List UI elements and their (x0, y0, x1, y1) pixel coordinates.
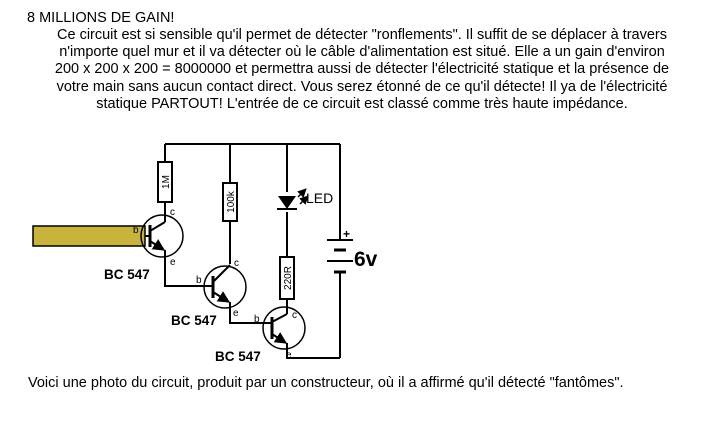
resistor-r2: 100k (222, 182, 238, 222)
description-line: Ce circuit est si sensible qu'il permet … (57, 27, 667, 43)
led: LED (277, 188, 333, 210)
q2-emitter-pin: e (233, 308, 239, 319)
q3-base-pin: b (254, 314, 260, 325)
resistor-r1-label: 1M (161, 175, 172, 189)
q3-part-label: BC 547 (215, 349, 261, 364)
description: Ce circuit est si sensible qu'il permet … (22, 27, 702, 113)
q3-collector-pin: c (292, 310, 297, 321)
led-label: LED (306, 190, 333, 206)
q2-part-label: BC 547 (171, 313, 217, 328)
resistor-r3-label: 220R (283, 266, 294, 290)
q2-base-pin: b (196, 275, 202, 286)
q3-emitter-pin: e (286, 350, 292, 361)
description-line: n'importe quel mur et il va détecter où … (59, 44, 665, 61)
resistor-r3: 220R (279, 256, 295, 300)
page-title: 8 MILLIONS DE GAIN! (27, 10, 175, 26)
battery-voltage-label: 6v (354, 248, 378, 271)
description-line: votre main sans aucun contact direct. Vo… (56, 78, 668, 95)
q2-collector-pin: c (234, 258, 239, 269)
description-line: 200 x 200 x 200 = 8000000 et permettra a… (54, 61, 670, 78)
q1-part-label: BC 547 (104, 267, 150, 282)
photo-caption: Voici une photo du circuit, produit par … (28, 375, 624, 391)
sensor-probe (32, 225, 146, 247)
description-line: statique PARTOUT! L'entrée de ce circuit… (96, 95, 628, 112)
q1-base-pin: b (133, 225, 139, 236)
wires (145, 143, 341, 359)
resistor-r2-label: 100k (226, 190, 237, 213)
q1-collector-pin: c (170, 207, 175, 218)
transistor-q3: b c e BC 547 (215, 306, 306, 364)
transistor-q1: b c e BC 547 (104, 207, 184, 282)
battery-plus-label: + (343, 227, 350, 241)
resistor-r1: 1M (157, 161, 173, 203)
battery: + 6v (327, 227, 378, 274)
transistor-q2: b c e BC 547 (171, 258, 247, 328)
q1-emitter-pin: e (170, 257, 176, 268)
